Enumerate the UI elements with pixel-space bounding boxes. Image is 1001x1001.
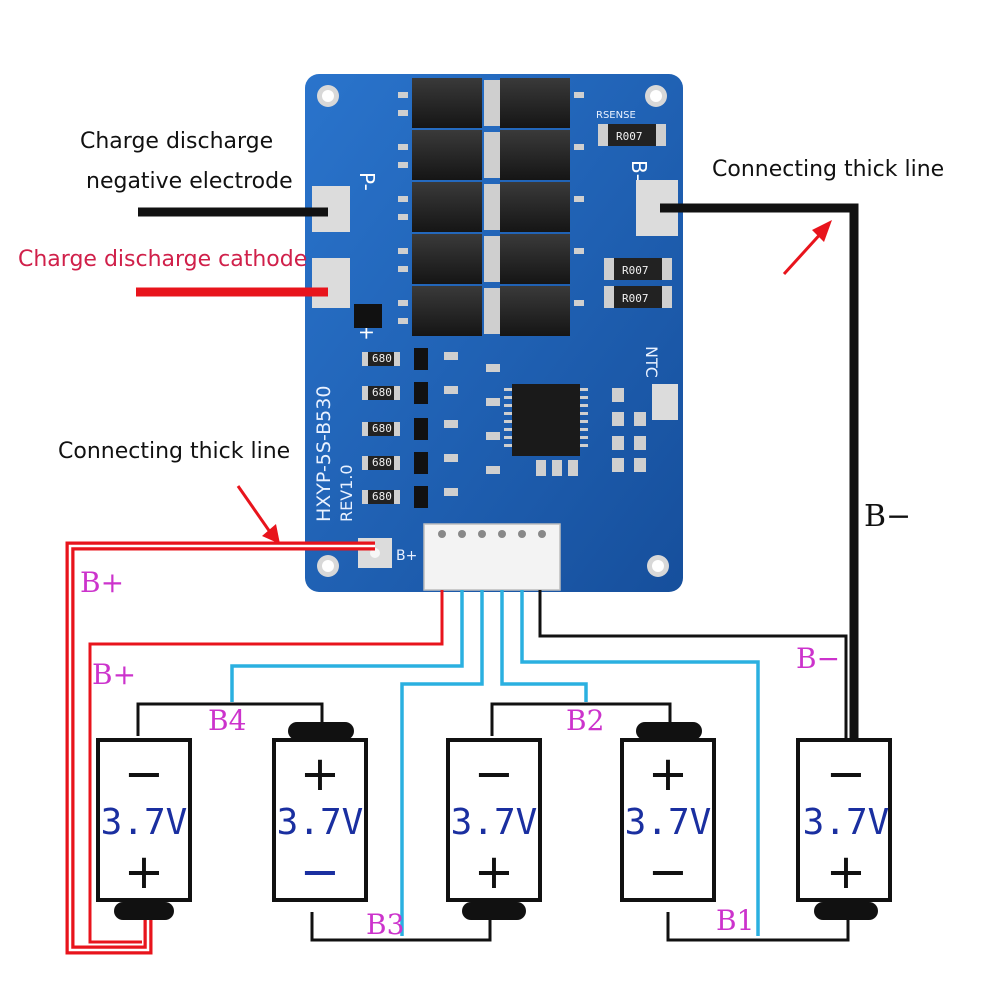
link-cell3-cell4 bbox=[490, 702, 672, 736]
b2-balance-lead bbox=[500, 590, 588, 702]
ntc-pad bbox=[652, 384, 678, 420]
cell-5-voltage: 3.7V bbox=[803, 802, 890, 843]
protection-ic bbox=[504, 384, 588, 456]
link-cell1-cell2 bbox=[136, 702, 324, 736]
b4-balance-lead bbox=[230, 590, 464, 702]
balance-transistors bbox=[414, 348, 428, 508]
ntc-silk: NTC bbox=[642, 346, 661, 378]
callout-negative-line1: Charge discharge bbox=[80, 129, 273, 154]
arrow-head-right bbox=[812, 220, 832, 242]
link-cell4-cell5 bbox=[666, 912, 850, 942]
label-b-minus-right: B− bbox=[796, 642, 840, 675]
callout-negative-line2: negative electrode bbox=[86, 169, 293, 194]
cell-1-bottom-terminal: + bbox=[124, 844, 164, 900]
balance-connector bbox=[423, 523, 561, 591]
cell-2-bottom-terminal: − bbox=[300, 844, 340, 900]
cell-4-top-terminal: + bbox=[648, 746, 688, 802]
cell-4-bottom-terminal: − bbox=[648, 844, 688, 900]
smd-passives bbox=[444, 352, 646, 496]
label-b1: B1 bbox=[716, 904, 754, 937]
svg-text:680: 680 bbox=[372, 456, 392, 469]
rsense-silk: RSENSE bbox=[596, 110, 636, 121]
link-cell2-cell3 bbox=[310, 912, 492, 942]
battery-cells: − 3.7V + + 3.7V − − 3.7V + + 3.7V − bbox=[96, 722, 892, 920]
cell-2-voltage: 3.7V bbox=[277, 802, 364, 843]
b3-balance-lead bbox=[400, 590, 484, 936]
p-plus-pad bbox=[312, 258, 350, 308]
battery-cell-5: − 3.7V + bbox=[796, 738, 892, 920]
wires bbox=[65, 203, 859, 955]
cell-1-top-terminal: − bbox=[124, 746, 164, 802]
sense-resistor-low: R007 bbox=[604, 286, 672, 308]
label-b-plus-upper: B+ bbox=[80, 566, 124, 599]
battery-cell-4: + 3.7V − bbox=[620, 722, 716, 902]
svg-text:R007: R007 bbox=[616, 130, 643, 143]
bms-board: P- P+ B- RSENSE R007 R007 R007 NTC bbox=[305, 74, 683, 592]
board-model: HXYP-5S-B530 bbox=[313, 386, 335, 522]
cell-4-voltage: 3.7V bbox=[625, 802, 712, 843]
balance-resistors: 680 680 680 680 680 bbox=[362, 352, 400, 504]
cell-2-top-terminal: + bbox=[300, 746, 340, 802]
b-minus-balance-lead bbox=[538, 590, 848, 742]
label-b3: B3 bbox=[366, 908, 404, 941]
b1-balance-lead bbox=[520, 590, 760, 936]
arrow-head-left bbox=[262, 524, 280, 544]
battery-cell-1: − 3.7V + bbox=[96, 738, 192, 920]
svg-text:R007: R007 bbox=[622, 264, 649, 277]
label-b4: B4 bbox=[208, 704, 246, 737]
b-plus-silk: B+ bbox=[396, 548, 417, 564]
cell-3-bottom-terminal: + bbox=[474, 844, 514, 900]
label-b-minus-line: B− bbox=[864, 499, 911, 534]
sense-resistor-mid: R007 bbox=[604, 258, 672, 280]
svg-text:680: 680 bbox=[372, 386, 392, 399]
board-revision: REV1.0 bbox=[337, 464, 356, 522]
svg-text:680: 680 bbox=[372, 490, 392, 503]
svg-text:680: 680 bbox=[372, 422, 392, 435]
cell-5-bottom-terminal: + bbox=[826, 844, 866, 900]
cell-3-voltage: 3.7V bbox=[451, 802, 538, 843]
cell-1-voltage: 3.7V bbox=[101, 802, 188, 843]
cell-5-top-terminal: − bbox=[826, 746, 866, 802]
diode-d3 bbox=[354, 304, 382, 328]
svg-text:680: 680 bbox=[372, 352, 392, 365]
cell-3-top-terminal: − bbox=[474, 746, 514, 802]
callout-thick-line-right: Connecting thick line bbox=[712, 157, 944, 182]
label-b2: B2 bbox=[566, 704, 604, 737]
callout-thick-line-left: Connecting thick line bbox=[58, 439, 290, 464]
svg-text:R007: R007 bbox=[622, 292, 649, 305]
mosfet-array bbox=[398, 78, 584, 336]
battery-cell-2: + 3.7V − bbox=[272, 722, 368, 902]
label-b-plus-lower: B+ bbox=[92, 658, 136, 691]
b-plus-balance-lead bbox=[88, 590, 444, 944]
b-minus-main-wire bbox=[660, 203, 859, 742]
sense-resistor-top: R007 bbox=[598, 124, 666, 146]
b-minus-silk: B- bbox=[627, 160, 651, 181]
p-minus-silk: P- bbox=[355, 172, 379, 191]
callout-cathode: Charge discharge cathode bbox=[18, 247, 307, 272]
callout-arrows bbox=[236, 220, 832, 544]
battery-cell-3: − 3.7V + bbox=[446, 738, 542, 920]
